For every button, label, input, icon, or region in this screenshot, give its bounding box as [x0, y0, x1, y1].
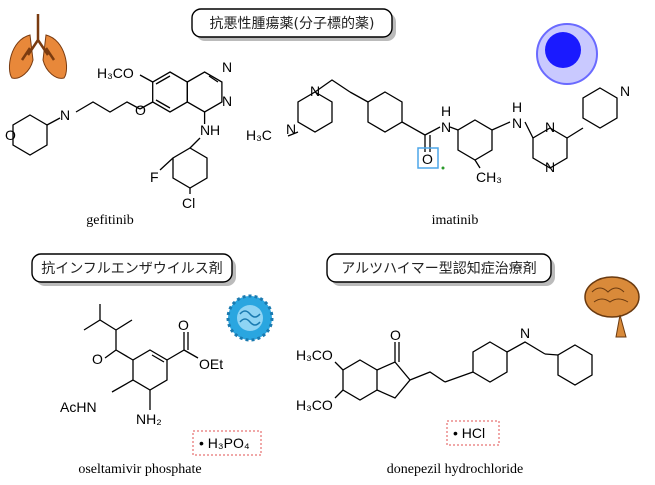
cell-icon [536, 23, 598, 85]
atom-methoxy: H₃CO [296, 347, 333, 363]
atom-methoxy: H₃CO [97, 65, 134, 81]
atom-methoxy: H₃CO [296, 397, 333, 413]
category-alzheimer-label: アルツハイマー型認知症治療剤 [341, 260, 537, 277]
drug-name-gefitinib: gefitinib [86, 213, 133, 228]
gefitinib-structure: H₃CO N N N H O N O F Cl [5, 59, 232, 211]
category-anticancer: 抗悪性腫瘍薬(分子標的薬) [191, 8, 396, 41]
imatinib-structure: H₃C N N O H N H N N N N CH₃ [246, 79, 630, 185]
lungs-icon [8, 14, 68, 79]
atom-cl: Cl [182, 195, 195, 211]
category-anticancer-label: 抗悪性腫瘍薬(分子標的薬) [210, 15, 375, 32]
atom-n: N [286, 121, 296, 137]
atom-carbonyl-o: O [422, 151, 433, 167]
atom-n: N [222, 59, 232, 75]
drug-name-donepezil: donepezil hydrochloride [387, 462, 523, 477]
drug-name-oseltamivir: oseltamivir phosphate [78, 462, 201, 477]
atom-n: N [545, 119, 555, 135]
category-alzheimer: アルツハイマー型認知症治療剤 [326, 253, 555, 286]
atom-morpholine-o: O [5, 127, 16, 143]
salt-label: • H₃PO₄ [199, 435, 250, 451]
oseltamivir-structure: O OEt O AcHN NH₂ [60, 304, 223, 427]
atom-methyl: H₃C [246, 127, 272, 143]
atom-acnh: AcHN [60, 399, 97, 415]
atom-h: H [210, 122, 220, 138]
category-antiflu: 抗インフルエンザウイルス剤 [31, 253, 236, 286]
atom-h: H [512, 99, 522, 115]
atom-n: N [545, 159, 555, 175]
category-antiflu-label: 抗インフルエンザウイルス剤 [41, 261, 223, 277]
virus-icon [226, 294, 274, 342]
atom-o: O [135, 102, 146, 118]
salt-hcl: • HCl [446, 420, 500, 446]
atom-pyridine-n: N [620, 83, 630, 99]
salt-label: • HCl [453, 425, 485, 441]
atom-f: F [150, 169, 159, 185]
atom-nh2: NH₂ [136, 411, 162, 427]
atom-n: N [222, 93, 232, 109]
drug-name-imatinib: imatinib [432, 213, 479, 228]
atom-ester: OEt [199, 356, 223, 372]
brain-icon [584, 276, 640, 338]
atom-ch3: CH₃ [476, 169, 502, 185]
atom-n: N [441, 119, 451, 135]
salt-phosphate: • H₃PO₄ [192, 430, 262, 456]
atom-carbonyl-o: O [178, 317, 189, 333]
atom-piperidine-n: N [520, 325, 530, 341]
atom-h: H [441, 103, 451, 119]
atom-n: N [200, 122, 210, 138]
atom-ether-o: O [92, 351, 103, 367]
atom-ketone-o: O [390, 327, 401, 343]
donepezil-structure: O H₃CO H₃CO N [296, 325, 593, 413]
atom-n: N [310, 83, 320, 99]
atom-n: N [512, 115, 522, 131]
atom-morpholine-n: N [60, 107, 70, 123]
